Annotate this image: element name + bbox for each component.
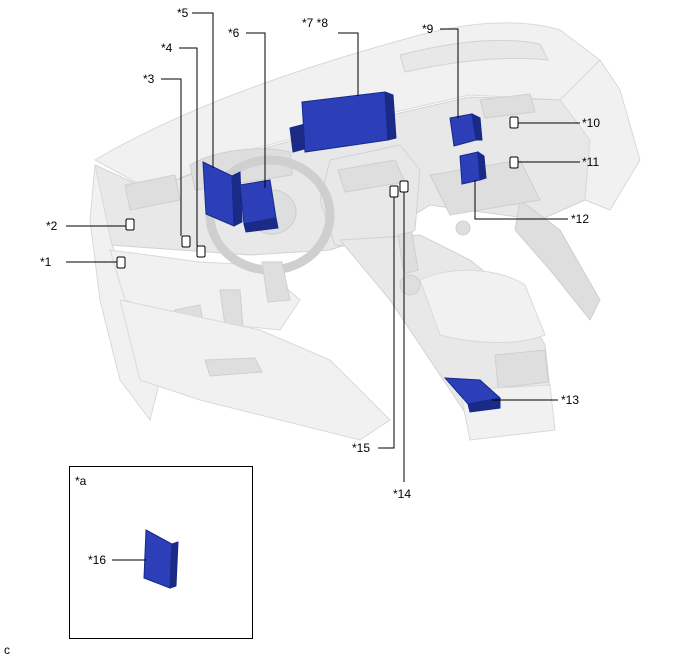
- inset-label: *a: [75, 474, 87, 488]
- callout-14: *14: [393, 487, 411, 501]
- pedal-base: [204, 357, 263, 377]
- callout-12: *12: [571, 212, 589, 226]
- passenger-dash: [559, 59, 641, 211]
- callout-2: *2: [46, 219, 58, 233]
- module-6: [239, 179, 279, 233]
- leader-6: [246, 32, 266, 188]
- module-9-side: [471, 113, 483, 141]
- module-6-face: [239, 179, 277, 225]
- callout-7-8: *7 *8: [302, 16, 328, 30]
- armrest: [419, 269, 546, 343]
- multi-display-unit: [289, 91, 397, 153]
- defroster-vent: [399, 39, 549, 73]
- module-16-side: [169, 541, 179, 589]
- module-9: [449, 113, 483, 147]
- callout-9: *9: [422, 22, 434, 36]
- leader-lines: [66, 12, 580, 482]
- leader-15: [378, 197, 395, 449]
- connector-4: [196, 245, 206, 258]
- module-12-face: [459, 151, 481, 185]
- callout-11: *11: [582, 155, 599, 169]
- module-9-face: [449, 113, 477, 147]
- callout-13: *13: [561, 393, 579, 407]
- callout-4: *4: [161, 41, 173, 55]
- module-5-side: [231, 171, 243, 227]
- callout-15: *15: [352, 441, 370, 455]
- callout-labels: *1 *2 *3 *4 *5 *6 *7 *8 *9 *10 *11 *12 *…: [40, 6, 600, 501]
- callout-16: *16: [88, 553, 106, 567]
- connector-10: [509, 116, 519, 129]
- leader-7-8: [338, 32, 359, 96]
- corner-code: c: [4, 643, 10, 657]
- glove-box: [429, 159, 541, 216]
- passenger-knob: [455, 220, 471, 236]
- rear-console-vents: [494, 349, 549, 389]
- highlighted-components: [202, 91, 502, 413]
- leader-3: [161, 78, 182, 236]
- callout-10: *10: [582, 116, 600, 130]
- callout-1: *1: [40, 255, 52, 269]
- passenger-vent: [479, 93, 536, 119]
- module-12-side: [477, 151, 487, 181]
- callout-5: *5: [177, 6, 189, 20]
- module-6-bottom: [243, 217, 279, 233]
- connector-3: [181, 235, 191, 248]
- display-edge: [384, 91, 397, 141]
- connector-15: [389, 185, 399, 198]
- left-vent: [124, 174, 181, 211]
- connector-2: [125, 218, 135, 231]
- module-13: [443, 377, 502, 413]
- leader-5: [192, 12, 214, 168]
- inset-box: *a *16: [69, 466, 253, 639]
- connector-1: [116, 256, 126, 269]
- leader-12: [474, 180, 568, 220]
- module-5: [202, 161, 243, 227]
- gear-selector: [397, 231, 419, 275]
- module-12: [459, 151, 487, 185]
- vehicle-interior-outline: [89, 22, 641, 441]
- steering-column: [261, 261, 291, 303]
- callout-3: *3: [143, 72, 155, 86]
- leader-9: [440, 28, 459, 118]
- connector-11: [509, 156, 519, 169]
- connector-14: [399, 180, 409, 193]
- leader-4: [179, 47, 198, 246]
- shift-knob-base: [399, 274, 421, 296]
- callout-6: *6: [228, 26, 240, 40]
- right-pillar: [514, 199, 601, 321]
- module-13-front: [467, 397, 501, 413]
- connectors: [116, 116, 519, 269]
